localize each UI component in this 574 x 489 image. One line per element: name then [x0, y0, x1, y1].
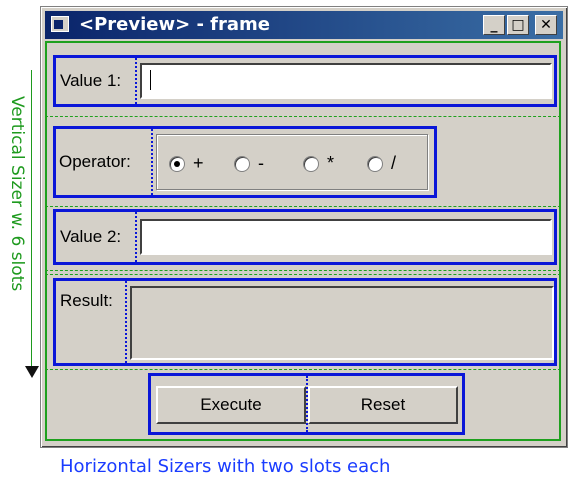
reset-button[interactable]: Reset — [308, 386, 458, 424]
value2-input[interactable] — [140, 219, 552, 255]
result-output — [130, 286, 554, 360]
radio-divide-label: / — [391, 153, 397, 173]
title-bar[interactable]: <Preview> - frame _ □ ✕ — [45, 11, 563, 39]
slot-separator — [45, 274, 561, 275]
value2-row-sizer: Value 2: — [53, 209, 557, 265]
vertical-sizer — [45, 41, 561, 441]
close-button[interactable]: ✕ — [535, 15, 557, 35]
horizontal-sizer-annotation: Horizontal Sizers with two slots each — [60, 456, 391, 477]
radio-unselected-icon — [234, 155, 250, 172]
preview-window: <Preview> - frame _ □ ✕ Value 1: Operato… — [40, 6, 568, 448]
radio-selected-icon — [169, 155, 185, 172]
radio-minus-label: - — [258, 153, 264, 173]
radio-plus[interactable]: + — [169, 153, 204, 174]
app-icon — [51, 16, 69, 32]
maximize-button[interactable]: □ — [507, 15, 529, 35]
result-row-sizer: Result: — [53, 278, 557, 366]
slot-separator — [45, 116, 561, 117]
slot-separator — [45, 206, 561, 207]
buttons-row-sizer: Execute Reset — [148, 373, 465, 435]
operator-row-sizer: Operator: + - * / — [53, 126, 437, 198]
result-label: Result: — [60, 291, 113, 310]
radio-unselected-icon — [303, 155, 319, 172]
minimize-button[interactable]: _ — [483, 15, 505, 35]
sizer-slot-divider — [306, 376, 308, 432]
radio-divide[interactable]: / — [367, 153, 396, 174]
radio-multiply-label: * — [327, 153, 335, 173]
slot-separator — [45, 369, 561, 370]
value2-label: Value 2: — [60, 227, 122, 246]
value1-label: Value 1: — [60, 71, 122, 90]
sizer-slot-divider — [151, 129, 153, 195]
operator-label: Operator: — [59, 152, 131, 171]
operator-radio-group: + - * / — [156, 134, 428, 190]
radio-minus[interactable]: - — [234, 153, 264, 174]
value1-row-sizer: Value 1: — [53, 55, 557, 107]
execute-button[interactable]: Execute — [156, 386, 306, 424]
slot-separator — [45, 270, 561, 271]
vertical-arrow-icon — [25, 366, 39, 378]
vertical-sizer-annotation: Vertical Sizer w. 6 slots — [7, 96, 27, 292]
radio-plus-label: + — [193, 153, 204, 173]
sizer-slot-divider — [125, 281, 127, 363]
sizer-slot-divider — [135, 58, 137, 104]
window-title: <Preview> - frame — [79, 14, 271, 35]
vertical-annotation-line — [31, 70, 32, 368]
radio-multiply[interactable]: * — [303, 153, 334, 174]
radio-unselected-icon — [367, 155, 383, 172]
text-caret — [150, 70, 151, 90]
value1-input[interactable] — [140, 63, 552, 99]
sizer-slot-divider — [135, 212, 137, 262]
